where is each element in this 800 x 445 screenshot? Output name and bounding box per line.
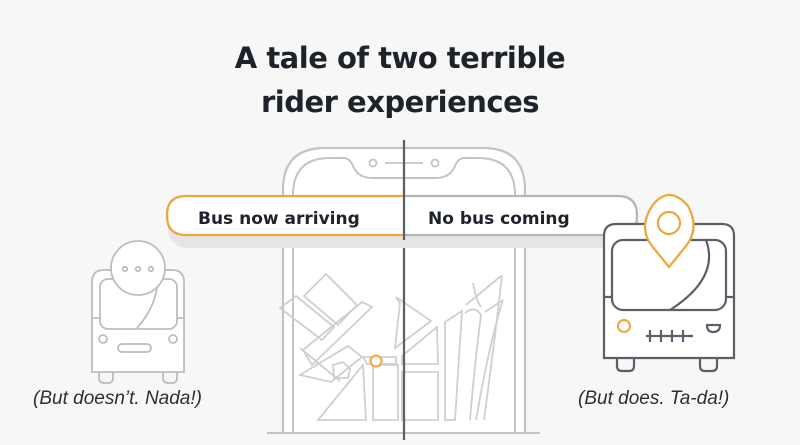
status-label-no-bus-coming: No bus coming [428, 209, 570, 229]
bus-with-location-pin-icon [602, 193, 736, 373]
title-line-1: A tale of two terrible [234, 41, 566, 75]
caption-right: (But does. Ta-da!) [578, 388, 730, 409]
map-location-marker [369, 354, 383, 368]
title-line-2: rider experiences [260, 85, 540, 119]
status-pill-left [165, 194, 404, 237]
map-icon [278, 272, 504, 421]
phone-map-icon [267, 140, 540, 440]
page-title: A tale of two terrible rider experiences [0, 36, 800, 124]
caption-left: (But doesn’t. Nada!) [33, 388, 202, 409]
bus-with-chat-bubble-icon [91, 240, 185, 384]
status-label-bus-now-arriving: Bus now arriving [198, 209, 360, 229]
